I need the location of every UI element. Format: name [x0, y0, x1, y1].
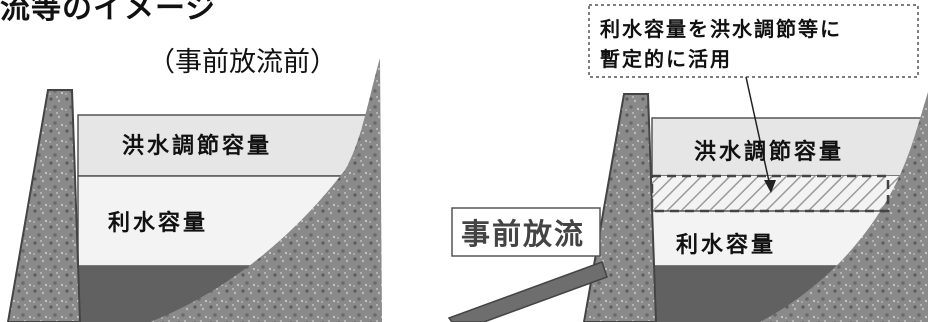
left-panel [6, 58, 382, 322]
left-flood-control-zone [77, 114, 379, 177]
callout-line-1: 利水容量を洪水調節等に [600, 17, 842, 41]
left-water-use-label: 利水容量 [108, 211, 209, 236]
release-arrow [447, 261, 608, 322]
right-temporary-zone [652, 176, 928, 211]
before-release-subtitle: （事前放流前） [148, 47, 337, 78]
right-panel [447, 4, 928, 322]
callout-box [588, 4, 919, 78]
right-mountain-slope [760, 92, 928, 322]
pre-release-label: 事前放流 [461, 217, 586, 251]
callout-line-2: 暫定的に活用 [600, 47, 732, 71]
right-water-use-label: 利水容量 [676, 233, 777, 258]
left-dam-wall [6, 89, 82, 322]
diagram-heading: 流等のイメージ [0, 0, 217, 26]
callout-pointer-head [764, 180, 776, 193]
callout-pointer-line [745, 76, 771, 187]
right-flood-control-label: 洪水調節容量 [694, 140, 845, 165]
left-flood-control-label: 洪水調節容量 [122, 134, 273, 159]
left-mountain-slope [150, 58, 382, 322]
right-flood-control-zone [651, 117, 928, 177]
callout-text: 利水容量を洪水調節等に 暫定的に活用 [600, 14, 842, 74]
release-label-box [451, 207, 601, 257]
